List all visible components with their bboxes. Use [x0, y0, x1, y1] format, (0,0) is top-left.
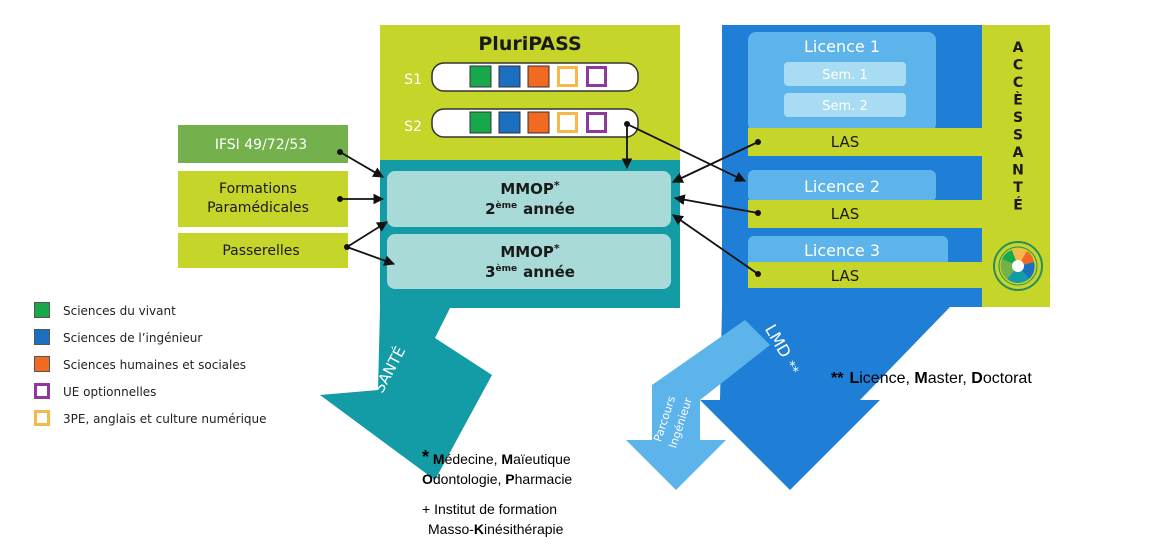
paramedical-label-1: Formations	[219, 181, 297, 197]
mmop-footnote-t1: édecine,	[444, 451, 502, 467]
sem-2-label: Sem. 2	[822, 99, 867, 114]
mmop-3-block	[387, 234, 671, 289]
las-bar-2	[748, 200, 982, 228]
ue-box-sciences-ingenieur	[498, 111, 521, 134]
mmop-footnote-line-1: * Médecine, Maïeutique	[422, 447, 571, 469]
legend-item: Sciences humaines et sociales	[34, 356, 334, 383]
ifsi-box	[178, 125, 348, 163]
sem-1-label: Sem. 1	[822, 68, 867, 83]
lmd-footnote-l: L	[849, 370, 860, 387]
mmop-footnote-o: O	[422, 471, 433, 487]
legend-swatch	[34, 302, 50, 318]
ifsi-label: IFSI 49/72/53	[215, 137, 307, 153]
mmop-footnote-t4: harmacie	[514, 471, 573, 487]
legend-item: Sciences du vivant	[34, 302, 334, 329]
pluripass-title: PluriPASS	[478, 33, 581, 55]
legend-item: 3PE, anglais et culture numérique	[34, 410, 334, 437]
las-bar-3	[748, 262, 982, 288]
las-label-3: LAS	[831, 267, 859, 285]
lmd-footnote-d: D	[971, 370, 983, 387]
ifmk-footnote-line-2: Masso-Kinésithérapie	[428, 521, 563, 537]
mmop-footnote-star: *	[422, 447, 430, 467]
ifmk-footnote-line-1: + Institut de formation	[422, 501, 558, 517]
mmop-footnote-t2: aïeutique	[513, 451, 571, 467]
mmop-footnote-line-2: Odontologie, Pharmacie	[422, 471, 572, 487]
passerelles-box	[178, 233, 348, 268]
mmop-footnote-p: P	[505, 471, 515, 487]
acces-sante-letter: C	[1013, 58, 1023, 74]
mmop-footnote-t3: dontologie,	[432, 471, 506, 487]
acces-sante-letter: S	[1013, 110, 1023, 126]
licence-1-label: Licence 1	[804, 37, 880, 56]
legend-item: UE optionnelles	[34, 383, 334, 410]
ifmk-footnote-k: K	[473, 521, 485, 537]
semester-s2-label: S2	[404, 119, 422, 135]
licence-3-label: Licence 3	[804, 241, 880, 260]
legend-label: Sciences du vivant	[63, 304, 176, 318]
ue-box-ue-optionnelles	[586, 112, 607, 133]
ifmk-footnote-pre: Masso-	[428, 521, 474, 537]
las-label-1: LAS	[831, 133, 859, 151]
legend-swatch	[34, 383, 50, 399]
ue-box-sciences-ingenieur	[498, 65, 521, 88]
lmd-footnote-m: M	[914, 370, 928, 387]
mmop-footnote-m1: M	[432, 451, 445, 467]
paramedical-label-2: Paramédicales	[207, 200, 309, 216]
legend-swatch	[34, 329, 50, 345]
legend-label: 3PE, anglais et culture numérique	[63, 412, 267, 426]
mmop-footnote-m2: M	[501, 451, 514, 467]
semester-s1-label: S1	[404, 72, 422, 88]
legend-item: Sciences de l’ingénieur	[34, 329, 334, 356]
lmd-footnote-t1: icence,	[859, 370, 915, 387]
ifmk-footnote-post: inésithérapie	[484, 521, 564, 537]
lmd-footnote-stars: **	[831, 370, 844, 387]
licence-1-block: Licence 1 Sem. 1 Sem. 2	[748, 32, 936, 132]
acces-sante-letter: A	[1013, 145, 1024, 161]
acces-sante-letter: S	[1013, 128, 1023, 144]
ue-box-3pe	[557, 66, 578, 87]
acces-sante-letter: T	[1013, 180, 1023, 196]
lmd-footnote-t2: aster,	[927, 370, 972, 387]
ue-box-3pe	[557, 112, 578, 133]
acces-sante-letter: C	[1013, 75, 1023, 91]
las-label-2: LAS	[831, 205, 859, 223]
ue-box-sciences-humaines	[527, 111, 550, 134]
legend-label: UE optionnelles	[63, 385, 157, 399]
passerelles-label: Passerelles	[222, 243, 299, 259]
legend-swatch	[34, 410, 50, 426]
mmop-3-title: MMOP*	[500, 242, 560, 261]
ue-box-sciences-du-vivant	[469, 111, 492, 134]
ue-box-sciences-humaines	[527, 65, 550, 88]
las-bar-1	[748, 128, 1050, 156]
ua-logo-icon	[993, 241, 1043, 291]
acces-sante-letter: É	[1013, 197, 1023, 214]
ue-box-ue-optionnelles	[586, 66, 607, 87]
licence-2-block	[748, 170, 936, 202]
legend-swatch	[34, 356, 50, 372]
lmd-footnote-t3: octorat	[982, 370, 1032, 387]
ue-box-sciences-du-vivant	[469, 65, 492, 88]
legend-label: Sciences de l’ingénieur	[63, 331, 203, 345]
acces-sante-letter: È	[1013, 92, 1023, 109]
pluripass-block: PluriPASS S1 S2	[380, 25, 680, 160]
acces-sante-letter: N	[1012, 163, 1024, 179]
licence-2-label: Licence 2	[804, 177, 880, 196]
paramedical-box	[178, 171, 348, 227]
licence-3-block	[748, 236, 948, 266]
legend-label: Sciences humaines et sociales	[63, 358, 246, 372]
mmop-2-title: MMOP*	[500, 179, 560, 198]
lmd-footnote: ** Licence, Master, Doctorat	[831, 370, 1032, 388]
connector-arrows	[337, 121, 761, 277]
mmop-2-block	[387, 171, 671, 227]
acces-sante-letter: A	[1013, 40, 1024, 56]
